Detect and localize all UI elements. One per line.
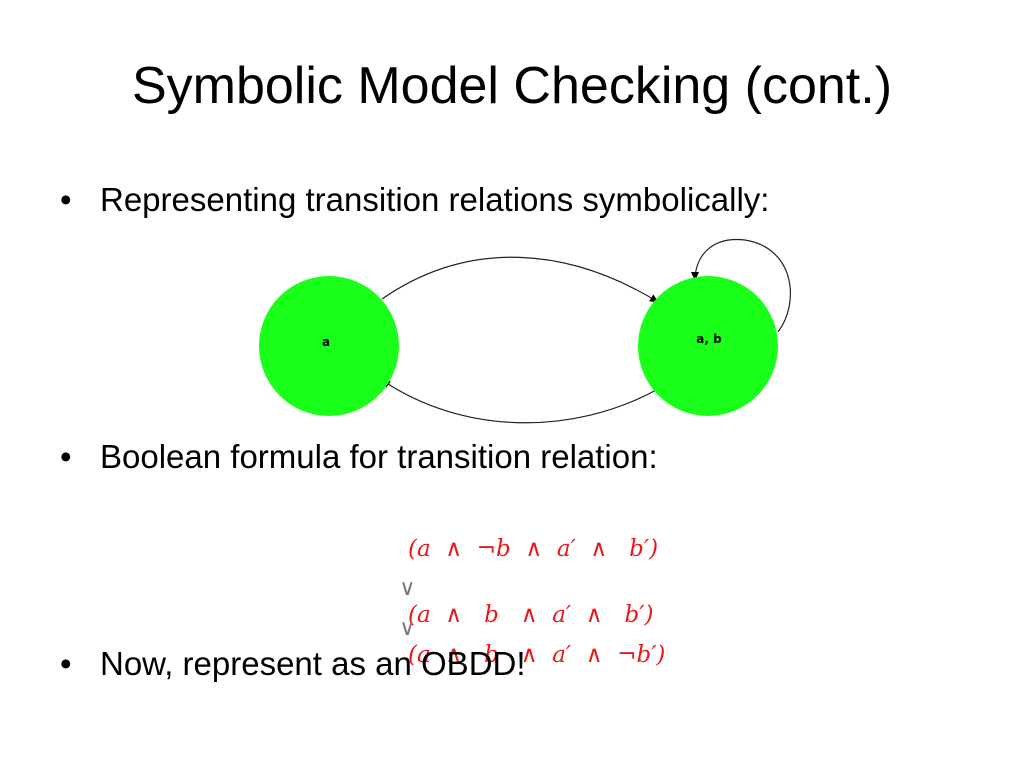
state-node-ab: a, b [638,276,778,416]
formula-row: ∨ (a ∧ b ∧ a′ ∧ ¬b′) [370,590,665,668]
transition-formula: (a ∧ ¬b ∧ a′ ∧ b′) ∨ (a ∧ b ∧ a′ ∧ b′) ∨… [370,510,730,668]
or-operator: ∨ [399,616,416,641]
state-node-ab-circle [638,276,778,416]
bullet-text: Representing transition relations symbol… [100,181,770,218]
transition-self-loop-ab [691,238,791,333]
bullet-item: • Now, represent as an OBDD! [60,647,526,680]
formula-clause: (a ∧ ¬b ∧ a′ ∧ b′) [408,536,659,562]
slide-title: Symbolic Model Checking (cont.) [131,57,893,115]
or-operator: ∨ [399,576,416,601]
bullet-dot: • [60,181,72,218]
formula-clause: (a ∧ b ∧ a′ ∧ b′) [408,602,654,628]
bullet-text: Boolean formula for transition relation: [100,438,658,475]
state-node-a: a [259,276,399,416]
transition-edge-a-to-ab [381,256,659,303]
bullet-text: Now, represent as an OBDD! [100,645,526,682]
bullet-dot: • [60,645,72,682]
formula-row: (a ∧ ¬b ∧ a′ ∧ b′) [370,510,658,562]
bullet-item: • Boolean formula for transition relation… [60,440,658,473]
bullet-item: • Representing transition relations symbo… [60,183,769,216]
bullet-dot: • [60,438,72,475]
state-node-ab-label: a, b [696,332,722,346]
state-transition-diagram: a a, b [259,238,791,424]
transition-edge-ab-to-a [381,379,661,424]
state-node-a-label: a [322,335,330,349]
formula-clause: (a ∧ b ∧ a′ ∧ ¬b′) [408,642,666,668]
state-node-a-circle [259,276,399,416]
formula-row: ∨ (a ∧ b ∧ a′ ∧ b′) [370,550,653,628]
